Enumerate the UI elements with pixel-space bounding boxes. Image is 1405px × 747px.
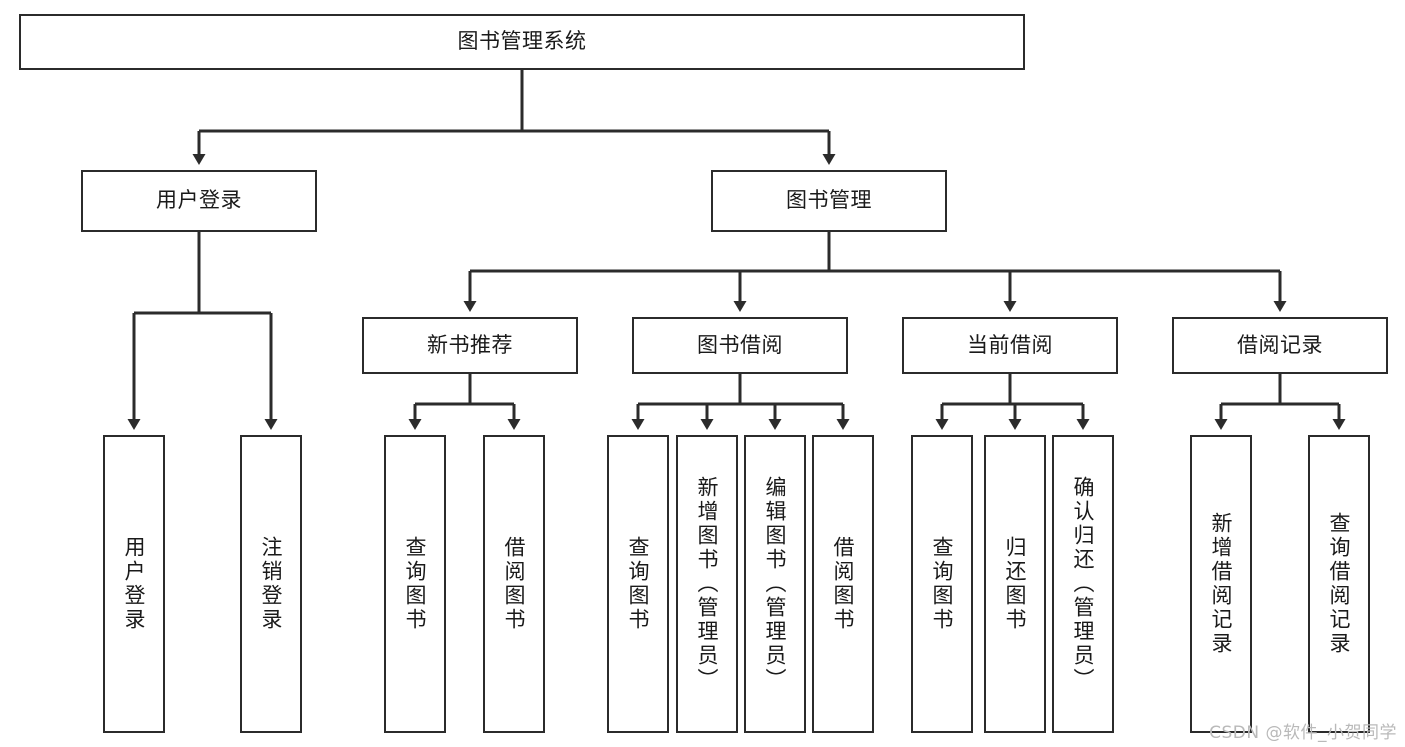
leaf-node-label: 查询图书 (626, 536, 651, 632)
leaf-node-label: 借阅图书 (831, 536, 856, 632)
leaf-node[interactable]: 查询图书 (384, 435, 446, 733)
leaf-node-label: 编辑图书（管理员） (763, 476, 788, 692)
node-root[interactable]: 图书管理系统 (19, 14, 1025, 70)
leaf-node-label: 查询图书 (403, 536, 428, 632)
leaf-node-label: 注销登录 (259, 536, 284, 632)
node-user-login-label: 用户登录 (156, 188, 242, 213)
node-book-management-label: 图书管理 (786, 188, 872, 213)
node-borrow-records-label: 借阅记录 (1237, 332, 1323, 357)
node-book-borrow-label: 图书借阅 (697, 332, 783, 357)
node-root-label: 图书管理系统 (457, 29, 587, 54)
node-user-login[interactable]: 用户登录 (81, 170, 317, 232)
leaf-node[interactable]: 借阅图书 (812, 435, 874, 733)
leaf-node[interactable]: 查询借阅记录 (1308, 435, 1370, 733)
watermark: CSDN @软件_小贺同学 (1209, 723, 1397, 743)
node-book-borrow[interactable]: 图书借阅 (632, 317, 848, 374)
leaf-node-label: 归还图书 (1003, 536, 1028, 632)
leaf-node[interactable]: 编辑图书（管理员） (744, 435, 806, 733)
leaf-node[interactable]: 注销登录 (240, 435, 302, 733)
leaf-node-label: 确认归还（管理员） (1071, 476, 1096, 692)
leaf-node[interactable]: 用户登录 (103, 435, 165, 733)
leaf-node-label: 新增图书（管理员） (695, 476, 720, 692)
leaf-node[interactable]: 新增借阅记录 (1190, 435, 1252, 733)
node-borrow-records[interactable]: 借阅记录 (1172, 317, 1388, 374)
node-new-book-recommend[interactable]: 新书推荐 (362, 317, 578, 374)
leaf-node-label: 借阅图书 (502, 536, 527, 632)
node-book-management[interactable]: 图书管理 (711, 170, 947, 232)
leaf-node-label: 查询图书 (930, 536, 955, 632)
leaf-node-label: 用户登录 (122, 536, 147, 632)
node-current-borrow[interactable]: 当前借阅 (902, 317, 1118, 374)
leaf-node[interactable]: 借阅图书 (483, 435, 545, 733)
leaf-node[interactable]: 新增图书（管理员） (676, 435, 738, 733)
leaf-node-label: 查询借阅记录 (1327, 512, 1352, 656)
node-new-book-recommend-label: 新书推荐 (427, 332, 513, 357)
leaf-node[interactable]: 归还图书 (984, 435, 1046, 733)
node-current-borrow-label: 当前借阅 (967, 332, 1053, 357)
leaf-node[interactable]: 确认归还（管理员） (1052, 435, 1114, 733)
leaf-node[interactable]: 查询图书 (911, 435, 973, 733)
leaf-node[interactable]: 查询图书 (607, 435, 669, 733)
leaf-node-label: 新增借阅记录 (1209, 512, 1234, 656)
